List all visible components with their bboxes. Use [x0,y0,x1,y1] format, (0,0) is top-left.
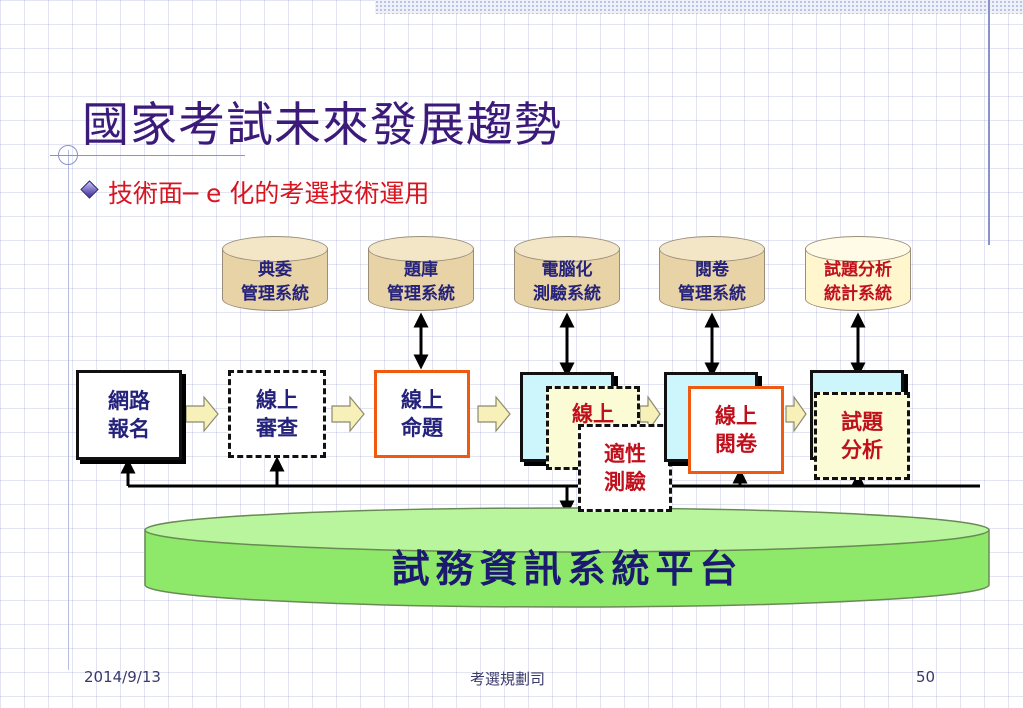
top-pattern-band [375,0,1023,14]
flow-arrow [785,395,807,433]
step-online-grading: 線上閱卷 [688,386,784,474]
db-exam-committee: 典委管理系統 [222,236,328,322]
db-item-analysis-stats: 試題分析統計系統 [805,236,911,322]
right-accent-line [988,0,990,245]
db-grading: 閱卷管理系統 [659,236,765,322]
step-adaptive-test: 適性測驗 [578,424,672,512]
flow-arrow [331,395,365,433]
flow-arrow [185,395,219,433]
slide-title: 國家考試未來發展趨勢 [82,98,562,153]
flow-arrow [639,395,661,433]
db-computer-testing: 電腦化測驗系統 [514,236,620,322]
left-accent-line [68,150,69,670]
bullet-text: 技術面─ e 化的考選技術運用 [108,179,430,208]
flow-arrow [477,395,511,433]
footer-date: 2014/9/13 [84,668,161,686]
step-online-compose: 線上命題 [374,370,470,458]
step-online-registration: 網路報名 [76,370,182,460]
platform-cylinder [144,507,990,608]
footer-page-number: 50 [916,668,936,686]
title-underline [50,155,245,156]
step-online-review: 線上審查 [228,370,326,458]
db-item-bank: 題庫管理系統 [368,236,474,322]
footer-organization: 考選規劃司 [470,670,546,688]
platform-label: 試務資訊系統平台 [391,546,744,591]
crosshair-circle [58,145,78,165]
step-item-analysis: 試題分析 [814,392,910,480]
